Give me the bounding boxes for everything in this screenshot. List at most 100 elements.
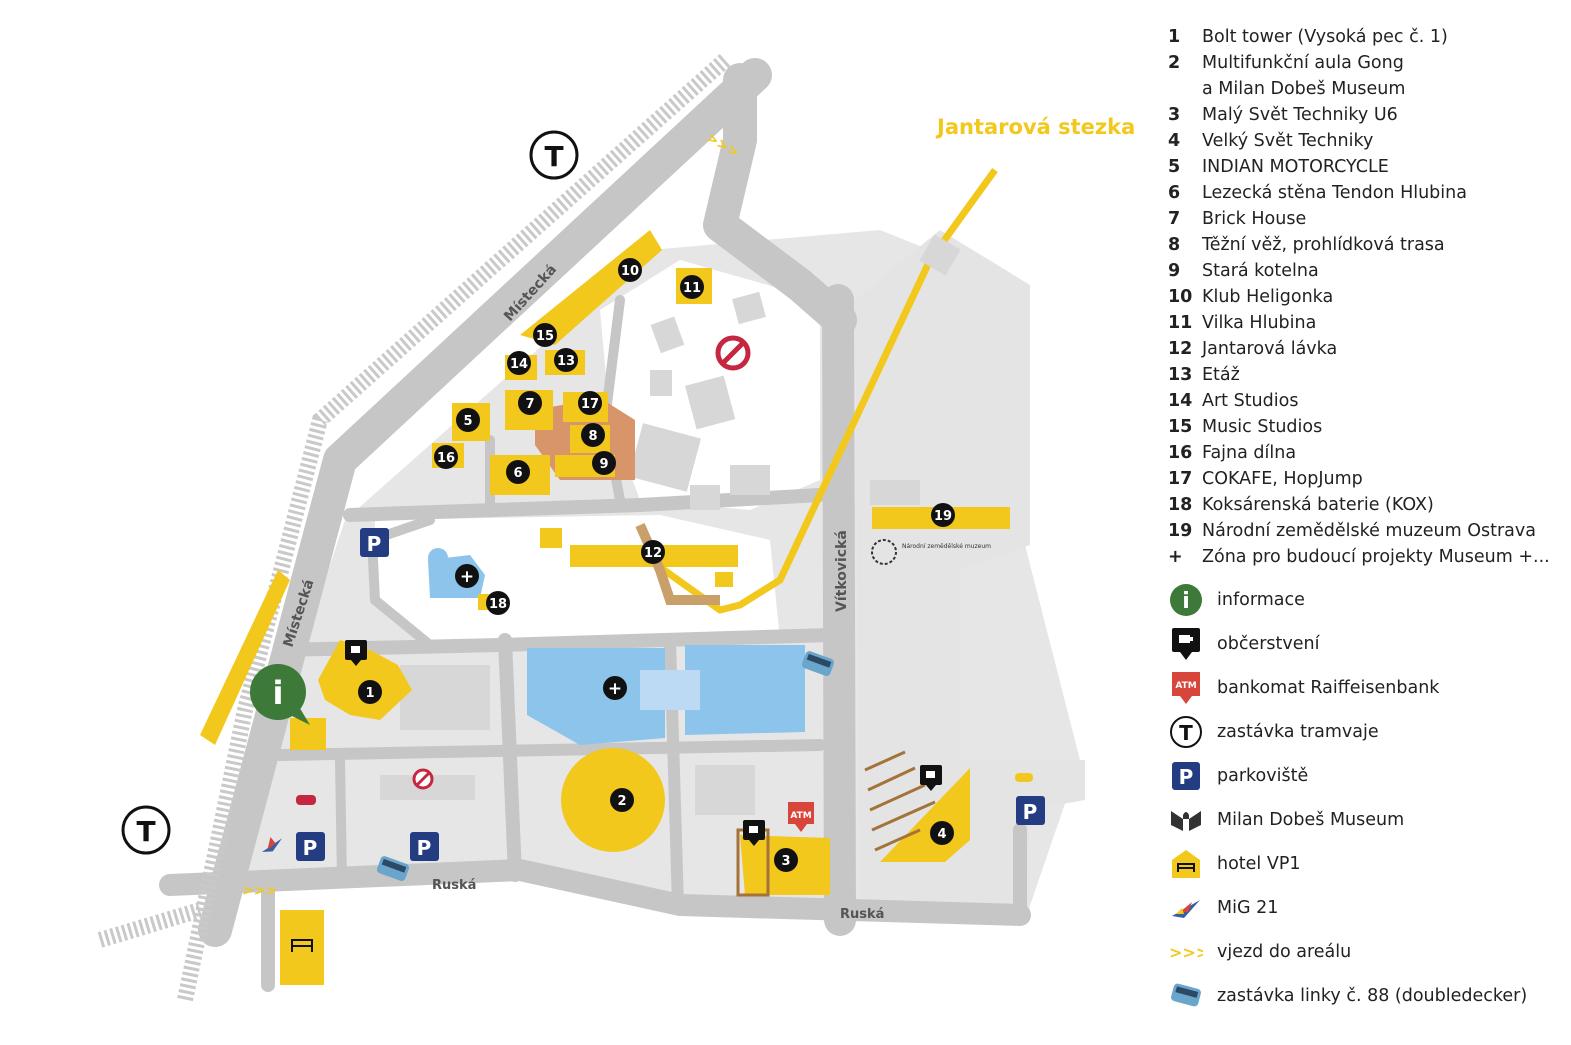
svg-text:i: i	[273, 674, 284, 712]
blue-block-east	[685, 645, 805, 735]
legend-symbol-label: vjezd do areálu	[1217, 942, 1352, 962]
svg-text:9: 9	[599, 457, 608, 472]
parking-sign: P	[410, 832, 439, 861]
legend-item-number: 5	[1168, 157, 1181, 177]
street-label-vitkovicka: Vítkovická	[834, 530, 850, 612]
svg-text:P: P	[367, 532, 382, 556]
marker-12: 12	[641, 540, 665, 564]
road-mistecka	[198, 58, 772, 947]
svg-text:1: 1	[365, 686, 374, 701]
bus-icon	[376, 856, 410, 882]
legend-item-number: 13	[1168, 365, 1193, 385]
legend-item-label: Jantarová lávka	[1202, 339, 1338, 359]
svg-text:18: 18	[489, 597, 507, 612]
legend-item-label: Multifunkční aula Gong a Milan Dobeš Mus…	[1202, 53, 1406, 99]
road-vitkovicka	[822, 284, 856, 936]
legend-symbol-label: parkoviště	[1217, 766, 1309, 786]
legend-item-19: 19 Národní zemědělské muzeum Ostrava	[1168, 518, 1563, 544]
legend-item-8: 8 Těžní věž, prohlídková trasa	[1168, 232, 1563, 258]
legend-symbol-jet: MiG 21	[1168, 886, 1563, 930]
legend-symbol-label: hotel VP1	[1217, 854, 1301, 874]
legend-item-number: 10	[1168, 287, 1193, 307]
info-icon: i	[1168, 582, 1204, 618]
svg-text:+: +	[608, 679, 622, 699]
marker-18: 18	[486, 591, 510, 615]
cafe-icon	[920, 765, 942, 791]
svg-text:19: 19	[934, 509, 952, 524]
road-vertical-c	[335, 755, 347, 885]
blue-block-main	[527, 648, 665, 745]
legend-item-number: 18	[1168, 495, 1193, 515]
car-icon	[296, 795, 316, 805]
legend-symbol-label: informace	[1217, 590, 1305, 610]
legend-symbol-label: občerstvení	[1217, 634, 1320, 654]
car-icon	[1015, 773, 1033, 782]
blue-bridge	[640, 670, 700, 710]
svg-text:i: i	[1182, 589, 1190, 614]
legend-item-number: 1	[1168, 27, 1181, 47]
marker-4: 4	[930, 821, 954, 845]
cafe-icon	[345, 640, 367, 666]
legend-item-number: 4	[1168, 131, 1181, 151]
legend-symbol-label: MiG 21	[1217, 898, 1279, 918]
legend-item-number: 19	[1168, 521, 1193, 541]
svg-text:T: T	[1179, 721, 1193, 745]
marker-15: 15	[533, 323, 557, 347]
marker-2: 2	[610, 788, 634, 812]
legend-symbol-label: bankomat Raiffeisenbank	[1217, 678, 1440, 698]
legend-item-label: Vilka Hlubina	[1202, 313, 1317, 333]
railway	[97, 54, 731, 1002]
legend-item-label: Art Studios	[1202, 391, 1299, 411]
tram-yellow	[200, 570, 290, 745]
legend-item-label: Národní zemědělské muzeum Ostrava	[1202, 521, 1536, 541]
road-north-loop	[703, 63, 857, 337]
legend-item-label: Těžní věž, prohlídková trasa	[1202, 235, 1445, 255]
svg-text:>>>: >>>	[1169, 944, 1203, 960]
legend-item-number: 17	[1168, 469, 1193, 489]
svg-text:+: +	[460, 567, 474, 587]
street-label-ruska-west: Ruská	[432, 878, 476, 893]
marker-5: 5	[456, 408, 480, 432]
right-ground	[855, 230, 1085, 920]
legend-item-number: 8	[1168, 235, 1181, 255]
svg-text:12: 12	[644, 546, 662, 561]
bldg-12b	[540, 528, 562, 548]
svg-text:P: P	[1179, 765, 1194, 789]
street-label-ruska-east: Ruská	[840, 907, 884, 922]
svg-text:14: 14	[510, 357, 528, 372]
legend-item-label: Malý Svět Techniky U6	[1202, 105, 1398, 125]
legend-item-label: Zóna pro budoucí projekty Museum +...	[1202, 547, 1550, 567]
legend-item-number: 15	[1168, 417, 1193, 437]
legend-item-label: Stará kotelna	[1202, 261, 1319, 281]
legend-item-label: Music Studios	[1202, 417, 1323, 437]
bldg-12c	[715, 572, 733, 587]
legend-item-11: 11 Vilka Hlubina	[1168, 310, 1563, 336]
marker-17: 17	[578, 391, 602, 415]
marker-3: 3	[774, 848, 798, 872]
no-entry-icon	[715, 335, 751, 371]
svg-text:4: 4	[937, 827, 946, 842]
road-inner-south	[274, 739, 826, 761]
legend-symbol-label: Milan Dobeš Museum	[1217, 810, 1405, 830]
hotel-icon	[1168, 846, 1204, 882]
svg-text:P: P	[417, 836, 432, 860]
marker-16: 16	[434, 445, 458, 469]
number-markers: 10 11 15 14 13 7 17 5 8 16 9 6 19 12 18 …	[358, 258, 955, 872]
svg-text:16: 16	[437, 451, 455, 466]
legend-symbol-label: zastávka linky č. 88 (doubledecker)	[1217, 986, 1528, 1006]
legend-item-number: 11	[1168, 313, 1193, 333]
legend-item-15: 15 Music Studios	[1168, 414, 1563, 440]
legend-item-label: COKAFE, HopJump	[1202, 469, 1363, 489]
amber-path-title: Jantarová stezka	[935, 115, 1135, 139]
